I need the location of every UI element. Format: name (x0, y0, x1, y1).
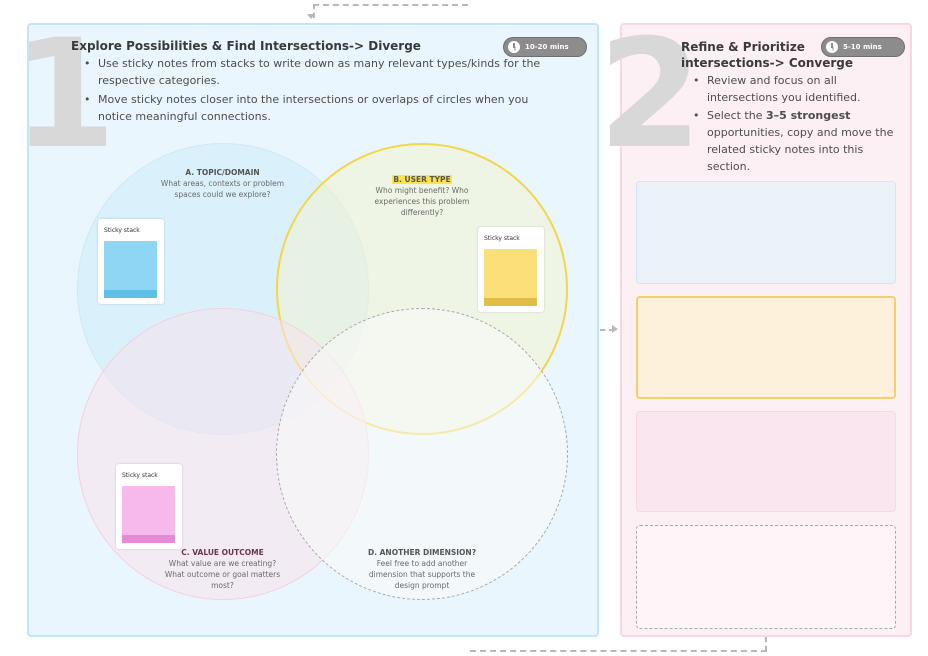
circle-a-caption: A. TOPIC/DOMAIN What areas, contexts or … (155, 167, 290, 200)
timer-1-label: 10-20 mins (525, 43, 569, 51)
sticky-stack-label: Sticky stack (484, 235, 520, 242)
circle-a-text: What areas, contexts or problem spaces c… (160, 179, 285, 199)
circle-b-text: Who might benefit? Who experiences this … (374, 186, 470, 217)
circle-c-label: C. VALUE OUTCOME (181, 548, 264, 557)
clock-icon (508, 41, 520, 53)
sticky-note-pink[interactable] (122, 486, 175, 543)
section-2-title-line2: intersections-> Converge (681, 56, 854, 70)
arrow-down-icon (307, 14, 315, 19)
sticky-stack-label: Sticky stack (122, 472, 158, 479)
timer-2-label: 5-10 mins (843, 43, 882, 51)
top-connector (313, 4, 315, 18)
sticky-note-blue[interactable] (104, 241, 157, 298)
arrow-right-icon (612, 325, 618, 333)
bottom-connector-h (470, 650, 767, 652)
priority-slot-yellow[interactable] (636, 296, 896, 399)
section-1-title: Explore Possibilities & Find Intersectio… (71, 39, 421, 53)
timer-badge-1: 10-20 mins (503, 37, 587, 57)
section-1-instructions: Use sticky notes from stacks to write do… (84, 55, 564, 125)
priority-slot-dashed[interactable] (636, 525, 896, 629)
circle-c-caption: C. VALUE OUTCOME What value are we creat… (160, 547, 285, 591)
circle-d-label: D. ANOTHER DIMENSION? (367, 548, 477, 557)
sticky-note-yellow[interactable] (484, 249, 537, 306)
circle-another-dimension (276, 308, 568, 600)
circle-c-text: What value are we creating? What outcome… (164, 559, 281, 590)
sticky-stack-label: Sticky stack (104, 227, 140, 234)
bottom-connector-v (765, 637, 767, 651)
circle-d-text: Feel free to add another dimension that … (368, 559, 476, 590)
circle-a-label: A. TOPIC/DOMAIN (185, 168, 260, 177)
circle-b-caption: B. USER TYPE Who might benefit? Who expe… (367, 174, 477, 218)
top-connector-h (313, 4, 468, 6)
timer-badge-2: 5-10 mins (821, 37, 905, 57)
priority-slot-pink[interactable] (636, 411, 896, 512)
sticky-stack-blue[interactable]: Sticky stack (98, 219, 164, 304)
instruction-item: Review and focus on all intersections yo… (693, 72, 898, 106)
circle-b-label: B. USER TYPE (392, 175, 452, 184)
sticky-stack-yellow[interactable]: Sticky stack (478, 227, 544, 312)
section-2-title: Refine & Prioritize intersections-> Conv… (681, 39, 853, 71)
instruction-item: Use sticky notes from stacks to write do… (84, 55, 564, 89)
priority-slot-blue[interactable] (636, 181, 896, 284)
emphasis-text: 3–5 strongest (765, 109, 851, 122)
section-number-2: 2 (598, 8, 703, 182)
clock-icon (826, 41, 838, 53)
middle-connector (600, 329, 614, 331)
sticky-stack-pink[interactable]: Sticky stack (116, 464, 182, 549)
instruction-item: Select the 3–5 strongest opportunities, … (693, 107, 898, 175)
instruction-item: Move sticky notes closer into the inters… (84, 91, 564, 125)
section-2-instructions: Review and focus on all intersections yo… (693, 72, 898, 175)
section-2-title-line1: Refine & Prioritize (681, 40, 805, 54)
circle-d-caption: D. ANOTHER DIMENSION? Feel free to add a… (358, 547, 486, 591)
